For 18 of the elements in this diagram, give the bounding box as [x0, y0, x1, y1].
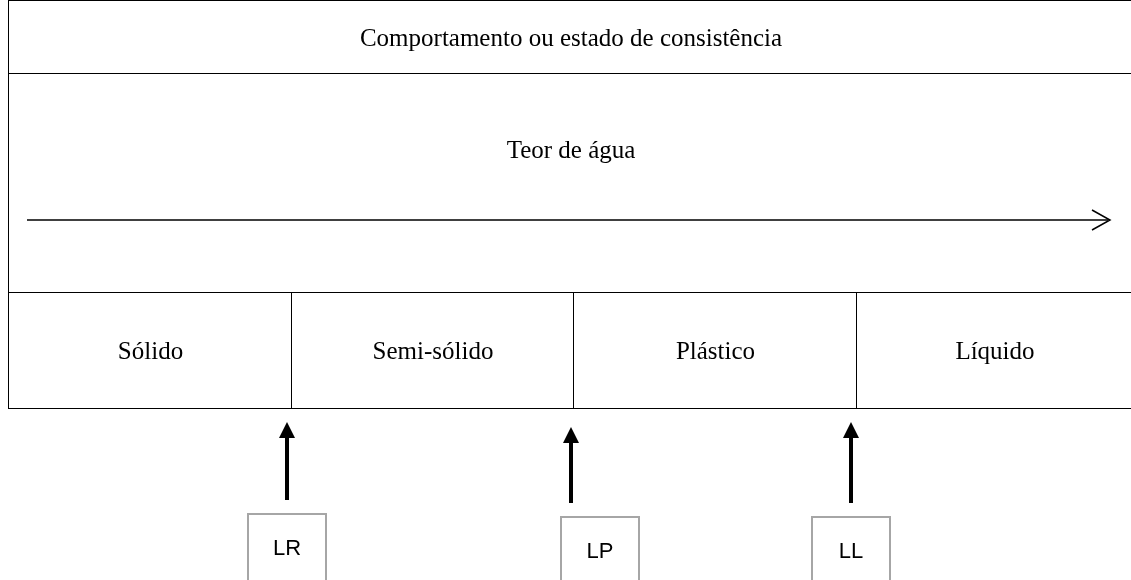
cell-text: Teor de água: [506, 136, 636, 164]
table-cell: [291, 292, 574, 409]
cell-text: Semi-sólido: [372, 336, 494, 365]
table-cell: [8, 73, 1131, 293]
cell-text: Comportamento ou estado de consistência: [359, 23, 783, 52]
table-cell: [8, 292, 292, 409]
table-cell: [856, 292, 1131, 409]
label-box: LR: [247, 513, 327, 580]
label-box: LL: [811, 516, 891, 580]
arrow: [843, 422, 859, 503]
arrow: [563, 427, 579, 503]
cell-text: Líquido: [955, 336, 1035, 365]
arrow: [279, 422, 295, 500]
cell-text: Plástico: [675, 336, 756, 365]
table-cell: [573, 292, 857, 409]
table-cell: [8, 0, 1131, 74]
label-box: LP: [560, 516, 640, 580]
cell-text: Sólido: [117, 336, 184, 365]
